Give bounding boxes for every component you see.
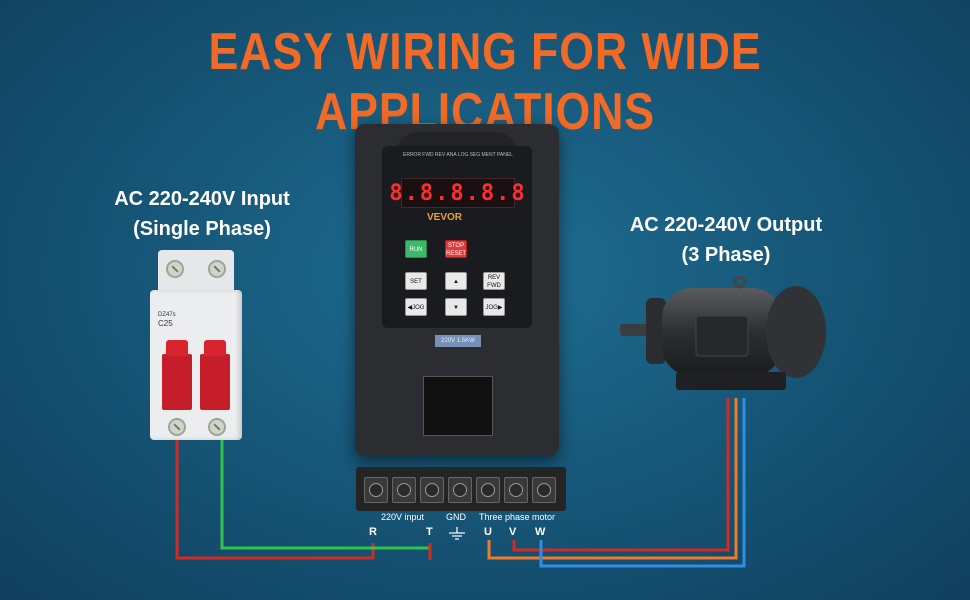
led-panel: PANEL	[496, 152, 513, 158]
circuit-breaker: DZ47s C25	[150, 250, 242, 442]
motor-flange	[646, 298, 666, 364]
output-label-line1: AC 220-240V Output	[629, 214, 823, 236]
rev-fwd-button[interactable]: REV FWD	[483, 272, 505, 290]
led-rev: REV	[434, 152, 446, 158]
warning-label	[423, 376, 493, 436]
breaker-switch-right	[200, 340, 230, 410]
run-button[interactable]: RUN	[405, 240, 427, 258]
breaker-text: DZ47s C25	[158, 312, 198, 328]
three-phase-motor	[620, 276, 826, 390]
down-button[interactable]: ▼	[445, 298, 467, 316]
input-label: AC 220-240V Input (Single Phase)	[92, 184, 312, 244]
wire-orange-u	[487, 398, 738, 560]
brand-logo: VEVOR	[427, 212, 463, 223]
terminal-screw-icon	[420, 477, 444, 503]
breaker-screw-icon	[168, 418, 186, 436]
motor-shaft	[620, 324, 650, 336]
input-label-line1: AC 220-240V Input	[114, 188, 290, 210]
breaker-model: DZ47s	[158, 312, 176, 318]
vfd-inverter: ERROR FWD REV ANA LOG SEG MENT PANEL 8.8…	[355, 124, 559, 456]
seven-segment-display: 8.8.8.8.8	[389, 178, 525, 208]
breaker-screw-icon	[166, 260, 184, 278]
terminal-t: T	[426, 526, 433, 538]
output-label: AC 220-240V Output (3 Phase)	[612, 210, 840, 270]
wire-red-input	[175, 440, 375, 560]
terminal-screw-icon	[392, 477, 416, 503]
motor-base	[676, 372, 786, 390]
wire-blue-w	[539, 398, 746, 568]
terminal-screw-icon	[532, 477, 556, 503]
jog-right-label: JOG	[485, 305, 498, 311]
ground-symbol	[449, 527, 465, 540]
left-arrow-icon: ◀	[407, 305, 413, 311]
breaker-switch-left	[162, 340, 192, 410]
stop-reset-button[interactable]: STOP RESET	[445, 240, 467, 258]
terminal-screw-icon	[476, 477, 500, 503]
jog-left-label: JOG	[412, 305, 425, 311]
motor-junction-box	[695, 315, 749, 357]
indicator-leds: ERROR FWD REV ANA LOG SEG MENT PANEL	[403, 152, 513, 158]
led-fwd: FWD	[422, 152, 434, 158]
terminal-r: R	[369, 526, 377, 538]
wire-red-v	[512, 398, 730, 552]
terminal-screw-icon	[504, 477, 528, 503]
led-analog: ANA LOG	[446, 152, 469, 158]
jog-left-button[interactable]: ◀JOG	[405, 298, 427, 316]
terminal-v: V	[509, 526, 517, 538]
rating-tag: 220V 1.5KW	[435, 335, 481, 347]
up-arrow-icon: ▲	[453, 279, 459, 285]
keypad-panel	[382, 146, 532, 328]
page-title: EASY WIRING FOR WIDE APPLICATIONS	[208, 23, 762, 141]
terminal-screw-icon	[448, 477, 472, 503]
down-arrow-icon: ▼	[453, 305, 459, 311]
terminal-w: W	[535, 526, 546, 538]
output-label-line2: (3 Phase)	[681, 244, 771, 266]
right-arrow-icon: ▶	[497, 305, 503, 311]
motor-caption: Three phase motor	[479, 512, 556, 522]
breaker-rating: C25	[158, 319, 173, 328]
gnd-caption: GND	[446, 512, 466, 522]
input-caption: 220V input	[381, 512, 425, 522]
terminal-block	[356, 467, 566, 511]
motor-fan-cover	[766, 286, 826, 378]
terminal-u: U	[484, 526, 492, 538]
breaker-screw-icon	[208, 418, 226, 436]
breaker-screw-icon	[208, 260, 226, 278]
terminal-screw-icon	[364, 477, 388, 503]
up-button[interactable]: ▲	[445, 272, 467, 290]
jog-right-button[interactable]: JOG▶	[483, 298, 505, 316]
set-button[interactable]: SET	[405, 272, 427, 290]
input-label-line2: (Single Phase)	[133, 218, 271, 240]
led-error: ERROR	[403, 152, 422, 158]
led-segment: SEG MENT	[469, 152, 496, 158]
motor-eye-bolt	[733, 276, 747, 289]
